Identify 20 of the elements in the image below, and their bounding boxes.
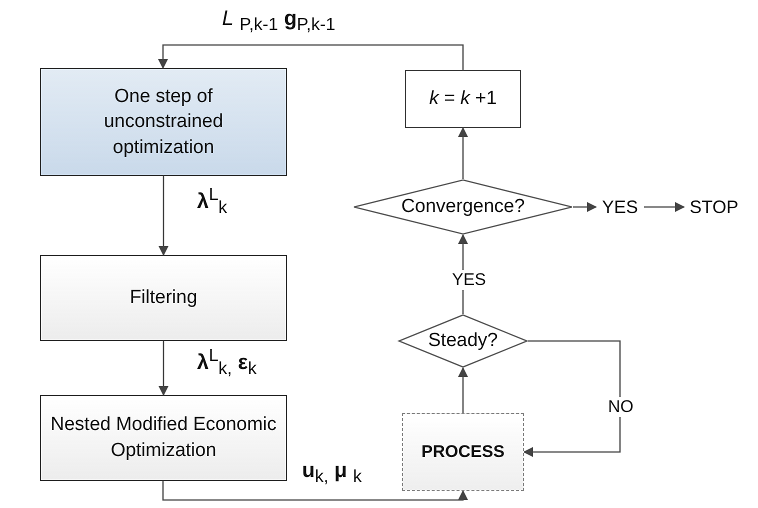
arrow	[644, 202, 685, 212]
process-box: Filtering	[40, 255, 287, 341]
yes-label: YES	[596, 193, 644, 221]
arrow	[523, 340, 621, 457]
arrow	[158, 176, 168, 256]
arrow	[158, 341, 168, 396]
decision-diamond: Steady?	[398, 314, 528, 368]
edge-label: NO	[606, 397, 636, 418]
process-box: k = k +1	[405, 70, 521, 128]
arrow	[458, 367, 468, 413]
edge-label: YES	[450, 270, 488, 290]
process-box: Nested Modified Economic Optimization	[40, 395, 287, 481]
arrow	[158, 44, 464, 70]
process-box: PROCESS	[402, 413, 524, 491]
stop-label: STOP	[684, 193, 744, 221]
arrow	[458, 127, 468, 179]
arrow	[162, 481, 468, 501]
arrow	[573, 202, 597, 212]
process-box: One step of unconstrained optimization	[40, 68, 287, 176]
decision-diamond: Convergence?	[353, 179, 573, 235]
